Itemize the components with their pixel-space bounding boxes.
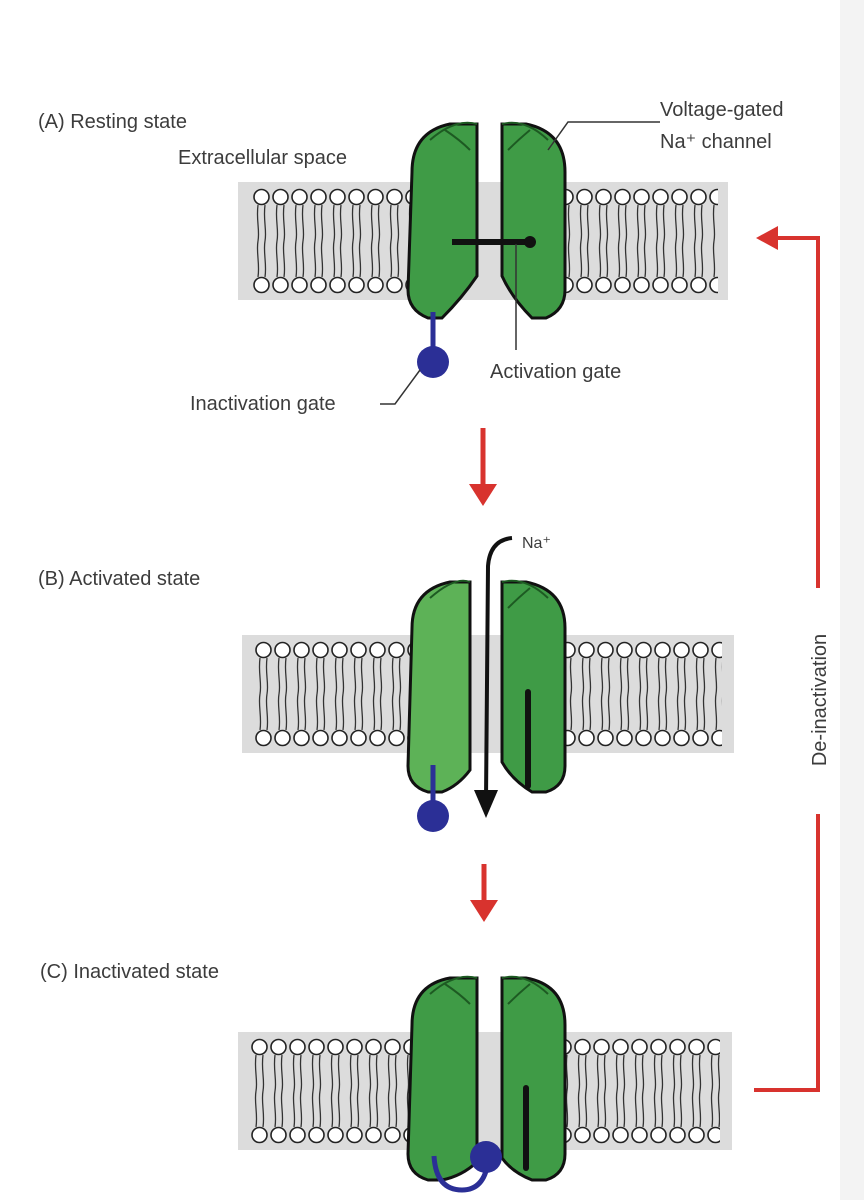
inactivated-state-title: (C) Inactivated state — [40, 961, 219, 983]
sodium-ion-label: Na⁺ — [522, 535, 551, 552]
inactivation-gate-ball — [417, 800, 449, 832]
channel-subunit-right — [500, 122, 567, 320]
lipid-bilayer-left — [252, 182, 412, 300]
transition-arrow-b-to-c-head — [470, 900, 498, 922]
panel-resting-state: (A) Resting state Extracellular space Vo… — [38, 99, 783, 415]
channel-cap-lines — [429, 121, 549, 151]
resting-state-title: (A) Resting state — [38, 111, 187, 133]
activation-gate-hinge — [524, 236, 536, 248]
channel-subunit-right — [500, 580, 567, 794]
channel-subunit-right — [500, 976, 567, 1182]
page-edge-strip — [840, 0, 864, 1200]
panel-inactivated-state: (C) Inactivated state — [40, 961, 732, 1193]
channel-subunit-left — [406, 580, 472, 794]
panel-activated-state: (B) Activated state Na⁺ — [38, 535, 734, 832]
channel-subunit-left — [406, 976, 479, 1182]
inactivation-gate-tether — [431, 1155, 491, 1193]
inactivation-gate-label: Inactivation gate — [190, 393, 336, 415]
lipid-bilayer-left — [250, 1032, 410, 1150]
sodium-channel — [406, 975, 567, 1182]
sodium-flow-arrow-head — [474, 790, 498, 818]
lipid-bilayer-right — [558, 182, 718, 300]
channel-label-line2: Na⁺ channel — [660, 131, 772, 153]
de-inactivation-line-upper — [776, 236, 820, 588]
channel-leader-line — [547, 121, 660, 151]
de-inactivation-line-lower — [754, 814, 820, 1092]
inactivation-gate-ball-plugging-pore — [470, 1141, 502, 1173]
activated-state-title: (B) Activated state — [38, 568, 200, 590]
sodium-channel — [406, 121, 567, 320]
channel-cap-lines — [429, 579, 549, 609]
inactivation-gate-leader-line — [380, 369, 421, 405]
transition-arrow-a-to-b-head — [469, 484, 497, 506]
sodium-channel — [406, 579, 567, 794]
lipid-bilayer-left — [254, 635, 414, 753]
extracellular-space-label: Extracellular space — [178, 147, 347, 169]
channel-subunit-left — [406, 122, 479, 320]
sodium-flow-arrow — [484, 536, 513, 801]
de-inactivation-arrow-head — [756, 226, 778, 250]
inactivation-gate-ball — [417, 346, 449, 378]
lipid-bilayer-right — [562, 635, 722, 753]
channel-label-line1: Voltage-gated — [660, 99, 783, 121]
de-inactivation-label: De-inactivation — [809, 634, 831, 766]
lipid-bilayer-right — [560, 1032, 720, 1150]
channel-cap-lines — [429, 975, 549, 1005]
de-inactivation-loop: De-inactivation — [754, 226, 831, 1092]
activation-gate-label: Activation gate — [490, 361, 621, 383]
